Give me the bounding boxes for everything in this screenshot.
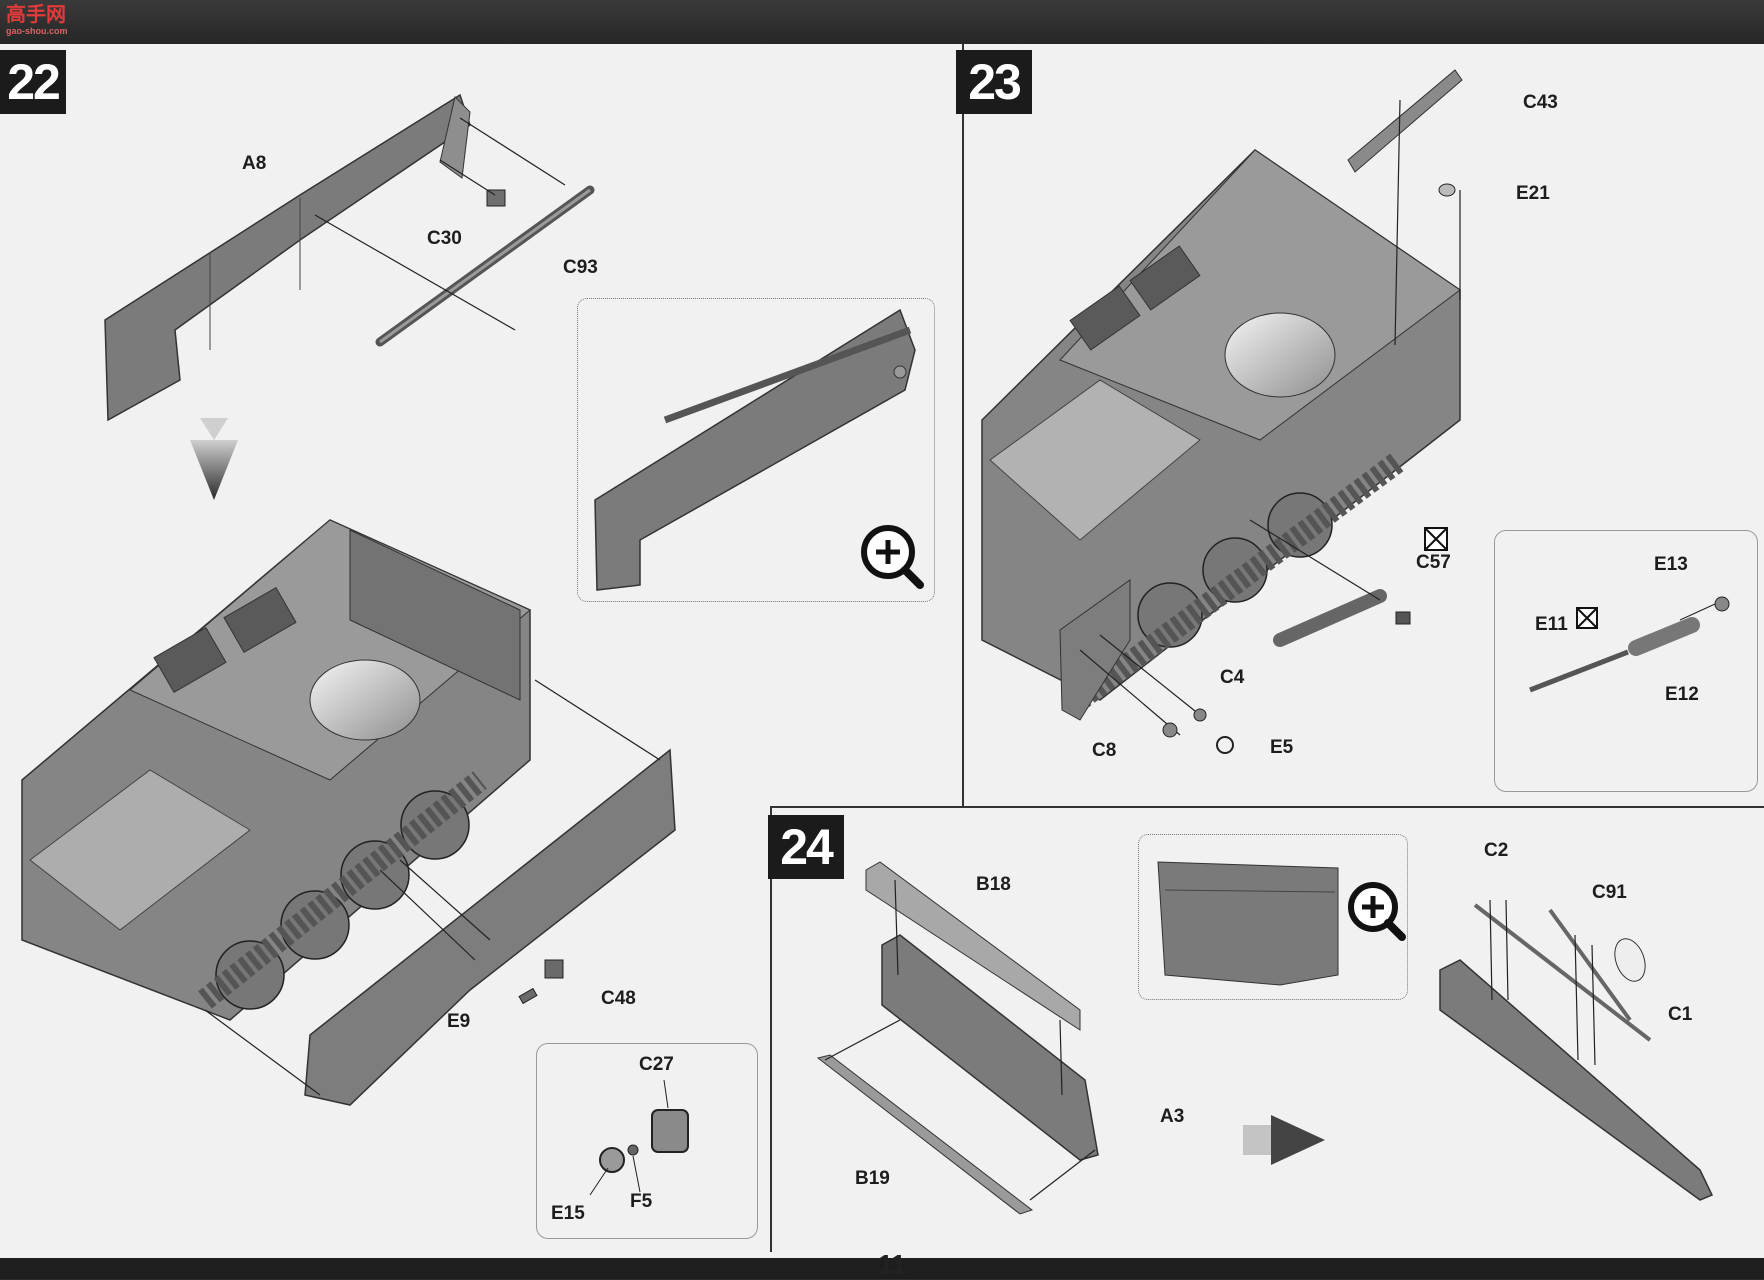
part-a3-fender [881,934,1099,1161]
detail-callout-fender [1138,834,1408,1000]
part-label-e11: E11 [1535,614,1568,635]
fender-assembled-with-tools [1439,899,1714,1201]
part-label-b18: B18 [976,874,1011,895]
assembly-lines-22-bottom [204,679,661,1096]
part-label-e13: E13 [1654,554,1688,575]
top-edge [0,0,1764,44]
part-c43-rail [1347,69,1463,173]
assembly-lines-22-top [314,117,566,331]
part-c48 [544,959,564,979]
part-label-c27: C27 [639,1054,674,1075]
divider-vertical-left [962,44,964,806]
detail-callout-headlight [536,1043,758,1239]
watermark-site: gao-shou.com [6,26,68,36]
part-label-c1: C1 [1668,1004,1693,1025]
part-label-a3: A3 [1160,1106,1185,1127]
part-b19 [816,1054,1034,1215]
crossed-box-icon-e11 [1576,607,1598,629]
shock-absorber-23 [1273,589,1411,647]
magnifier-plus-icon [861,525,924,589]
part-c30 [486,189,506,207]
detail-callout-side-skirt [577,298,935,602]
part-label-c43: C43 [1523,92,1558,113]
detail-callout-shock-absorber [1494,530,1758,792]
part-label-f5: F5 [630,1191,653,1212]
assembly-lines-24 [824,879,1096,1201]
headlight-detail-drawing [589,1079,689,1196]
watermark-logo: 高手网 gao-shou.com [6,4,68,36]
magnifier-plus-icon-24 [1348,882,1406,941]
part-label-e15: E15 [551,1203,585,1224]
part-a8-side-plate [104,93,471,422]
part-side-skirt-22 [304,748,676,1106]
part-label-c48: C48 [601,988,636,1009]
vehicle-hull-22 [21,519,531,1021]
part-label-c57: C57 [1416,552,1451,573]
page-number: 11 [878,1249,906,1279]
part-label-e21: E21 [1516,183,1550,204]
part-e9 [518,987,538,1005]
part-label-c30: C30 [427,228,462,249]
divider-vertical-bottom [770,806,772,1252]
assembly-arrow-down-icon [190,418,238,500]
crossed-box-icon-c57 [1424,527,1448,551]
fender-detail-drawing [1157,861,1339,986]
part-c8-c4-e5 [1162,708,1234,754]
part-label-c8: C8 [1092,740,1117,761]
shock-absorber-detail [1529,596,1730,693]
part-label-e9: E9 [447,1011,471,1032]
part-c93-rod [375,185,595,347]
assembly-arrow-right-icon [1243,1115,1325,1165]
part-e21 [1438,183,1456,197]
bottom-edge [0,1258,1764,1279]
step-number-23: 23 [956,50,1032,114]
part-label-c93: C93 [563,257,598,278]
detail-side-skirt-drawing [594,308,916,591]
step-number-24: 24 [768,815,844,879]
part-label-e5: E5 [1270,737,1294,758]
part-label-c4: C4 [1220,667,1245,688]
divider-horizontal [770,806,1764,808]
part-label-c2: C2 [1484,840,1509,861]
part-label-c91: C91 [1592,882,1627,903]
part-label-b19: B19 [855,1168,890,1189]
part-label-e12: E12 [1665,684,1699,705]
assembly-lines-23 [1079,99,1461,736]
part-label-a8: A8 [242,153,267,174]
part-b18 [865,861,1081,1031]
watermark-brand: 高手网 [6,4,66,26]
vehicle-hull-23 [981,149,1461,721]
step-number-22: 22 [0,50,66,114]
